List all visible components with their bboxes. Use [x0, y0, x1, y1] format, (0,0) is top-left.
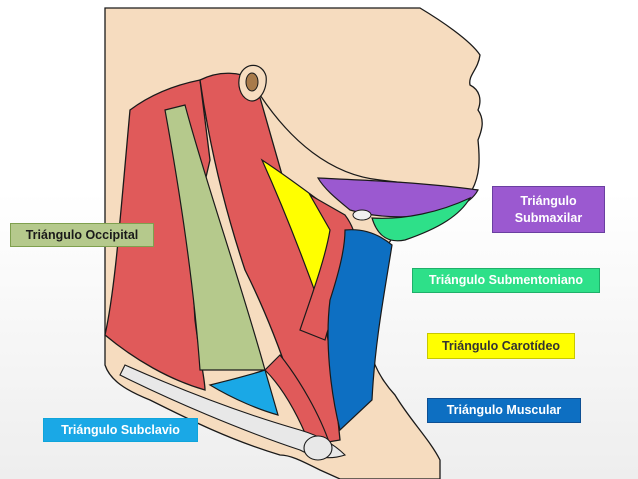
- submentoniano-triangle-label: Triángulo Submentoniano: [412, 268, 600, 293]
- carotid-triangle-label: Triángulo Carotídeo: [427, 333, 575, 359]
- occipital-triangle-label: Triángulo Occipital: [10, 223, 154, 247]
- subclavian-triangle-region: [208, 369, 279, 416]
- submentoniano-triangle-region: [371, 196, 472, 242]
- submaxilar-triangle-label: Triángulo Submaxilar: [492, 186, 605, 233]
- muscular-triangle-region: [327, 229, 393, 432]
- ear-canal: [245, 72, 259, 92]
- subclavian-triangle-label: Triángulo Subclavio: [43, 418, 198, 442]
- clavicle-bone: [119, 364, 347, 459]
- muscular-triangle-label: Triángulo Muscular: [427, 398, 581, 423]
- hyoid-bone: [352, 209, 372, 221]
- submaxilar-label-line1: Triángulo: [520, 193, 577, 208]
- submaxilar-label-line2: Submaxilar: [514, 210, 583, 225]
- sternal-head: [303, 435, 333, 461]
